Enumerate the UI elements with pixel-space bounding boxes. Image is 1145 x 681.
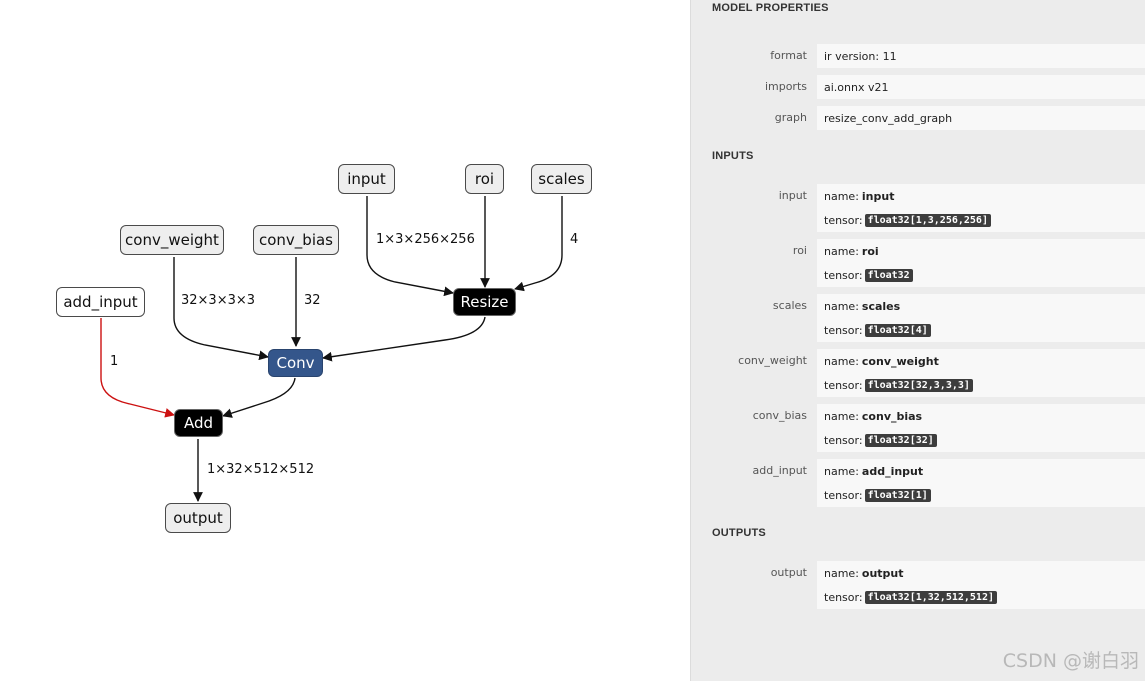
graph-canvas: input roi scales conv_weight conv_bias a… [56, 164, 592, 533]
tensor-prefix: tensor: [824, 488, 863, 502]
node-scales[interactable]: scales [531, 164, 592, 194]
edge-resize-conv [322, 316, 486, 362]
prop-graph-value: resize_conv_add_graph [817, 106, 1145, 130]
input-tensor-type: float32[32,3,3,3] [864, 378, 973, 392]
tensor-prefix: tensor: [824, 323, 863, 337]
input-tensor-row: tensor:float32[32,3,3,3] [817, 373, 1145, 397]
edge-label-input-resize: 1×3×256×256 [376, 232, 475, 247]
name-prefix: name: [824, 299, 859, 313]
edge-conv-add [222, 377, 296, 418]
input-tensor-type: float32[1,3,256,256] [864, 213, 991, 227]
edge-scales-resize [514, 196, 563, 292]
input-name: conv_bias [861, 409, 923, 423]
input-name: roi [861, 244, 879, 258]
name-prefix: name: [824, 566, 859, 580]
node-conv-bias[interactable]: conv_bias [253, 225, 339, 255]
tensor-prefix: tensor: [824, 590, 863, 604]
node-roi[interactable]: roi [465, 164, 504, 194]
input-name-row: name:add_input [817, 459, 1145, 483]
tensor-prefix: tensor: [824, 378, 863, 392]
input-tensor-type: float32[32] [864, 433, 937, 447]
input-label: add_input [752, 464, 807, 477]
input-label: conv_bias [752, 409, 807, 422]
input-label: scales [772, 299, 807, 312]
input-name-row: name:input [817, 184, 1145, 208]
edge-label-add-output: 1×32×512×512 [207, 462, 315, 477]
input-name-row: name:scales [817, 294, 1145, 318]
input-name: scales [861, 299, 901, 313]
input-tensor-type: float32[4] [864, 323, 931, 337]
input-label: input [778, 189, 807, 202]
node-conv[interactable]: Conv [268, 349, 323, 377]
input-label: roi [792, 244, 807, 257]
input-name-row: name:roi [817, 239, 1145, 263]
prop-imports-value: ai.onnx v21 [817, 75, 1145, 99]
edge-label-scales-resize: 4 [570, 232, 579, 247]
watermark: CSDN @谢白羽 [1002, 650, 1139, 672]
input-tensor-row: tensor:float32[32] [817, 428, 1145, 452]
input-tensor-type: float32[1] [864, 488, 931, 502]
node-conv-weight[interactable]: conv_weight [120, 225, 224, 255]
edge-label-bias-conv: 32 [304, 293, 321, 308]
output-label: output [770, 566, 807, 579]
input-tensor-row: tensor:float32[1,3,256,256] [817, 208, 1145, 232]
tensor-prefix: tensor: [824, 268, 863, 282]
edge-label-add-input-add: 1 [110, 354, 119, 369]
input-tensor-type: float32 [864, 268, 913, 282]
output-name: output [861, 566, 904, 580]
edge-weight-conv [173, 257, 269, 361]
properties-panel: MODEL PROPERTIES format ir version: 11 i… [690, 0, 1145, 681]
output-name-row: name:output [817, 561, 1145, 585]
outputs-title: OUTPUTS [712, 527, 766, 539]
input-name-row: name:conv_bias [817, 404, 1145, 428]
edge-label-weight-conv: 32×3×3×3 [181, 293, 256, 308]
input-name: input [861, 189, 895, 203]
output-tensor-type: float32[1,32,512,512] [864, 590, 997, 604]
node-resize[interactable]: Resize [453, 288, 516, 316]
node-add-input[interactable]: add_input [56, 287, 145, 317]
tensor-prefix: tensor: [824, 433, 863, 447]
input-tensor-row: tensor:float32 [817, 263, 1145, 287]
output-tensor-row: tensor:float32[1,32,512,512] [817, 585, 1145, 609]
name-prefix: name: [824, 189, 859, 203]
name-prefix: name: [824, 354, 859, 368]
input-name: add_input [861, 464, 924, 478]
tensor-prefix: tensor: [824, 213, 863, 227]
input-name: conv_weight [861, 354, 939, 368]
graph-edges [100, 196, 563, 502]
name-prefix: name: [824, 464, 859, 478]
inputs-title: INPUTS [712, 150, 754, 162]
prop-format-value: ir version: 11 [817, 44, 1145, 68]
input-tensor-row: tensor:float32[4] [817, 318, 1145, 342]
name-prefix: name: [824, 244, 859, 258]
input-label: conv_weight [738, 354, 807, 367]
node-add[interactable]: Add [174, 409, 223, 437]
name-prefix: name: [824, 409, 859, 423]
prop-graph-label: graph [774, 111, 807, 124]
input-tensor-row: tensor:float32[1] [817, 483, 1145, 507]
node-output[interactable]: output [165, 503, 231, 533]
prop-imports-label: imports [764, 80, 807, 93]
node-input[interactable]: input [338, 164, 395, 194]
input-name-row: name:conv_weight [817, 349, 1145, 373]
prop-format-label: format [770, 49, 807, 62]
model-properties-title: MODEL PROPERTIES [712, 2, 829, 14]
edge-add-input-add [100, 318, 175, 418]
edge-input-resize [366, 196, 454, 297]
